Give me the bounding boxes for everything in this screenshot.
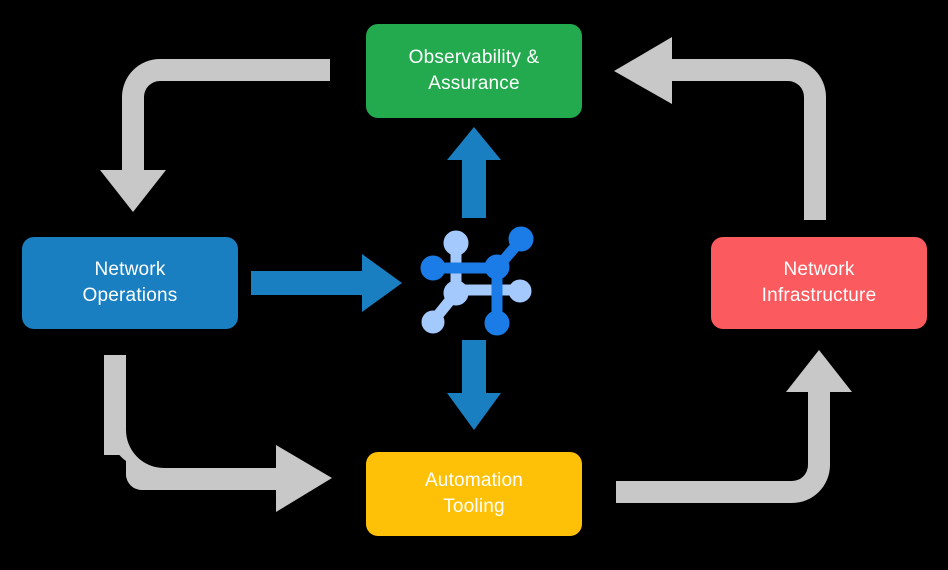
gray-arrow-infrastructure-to-observability [614, 37, 826, 220]
gray-arrow-operations-to-automation [104, 355, 332, 512]
node-box-observability-label: Observability & Assurance [408, 47, 540, 94]
node-box-infrastructure-label: Network Infrastructure [761, 259, 877, 306]
blue-arrow-operations-to-center [251, 254, 402, 312]
node-box-operations[interactable]: Network Operations [22, 237, 238, 329]
node-box-observability[interactable]: Observability & Assurance [366, 24, 582, 118]
icon-light-nodes [421, 230, 532, 334]
blue-arrow-center-to-automation [447, 340, 501, 430]
gray-arrow-observability-to-operations [100, 59, 330, 212]
gray-arrow-automation-to-infrastructure [616, 350, 852, 503]
icon-dark-nodes [420, 226, 534, 336]
node-box-infrastructure[interactable]: Network Infrastructure [711, 237, 927, 329]
node-box-operations-label: Network Operations [82, 259, 178, 306]
blue-arrow-center-to-observability [447, 127, 501, 218]
node-box-automation[interactable]: Automation Tooling [366, 452, 582, 536]
node-box-automation-label: Automation Tooling [424, 470, 524, 517]
